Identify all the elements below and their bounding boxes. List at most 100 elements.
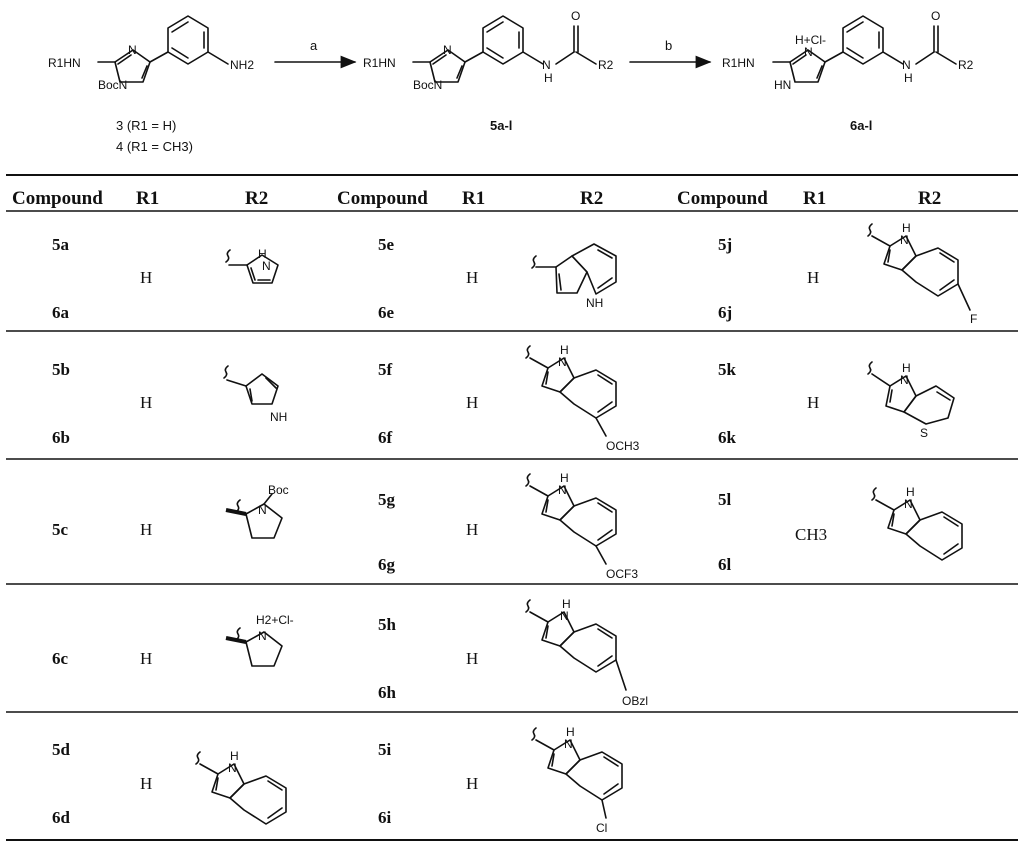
r1-value: H [466,268,478,287]
compound-4-label: 4 (R1 = CH3) [116,139,193,154]
compound-id: 5e [378,235,395,254]
nh-label: H [902,361,911,375]
n-label: N [228,761,237,775]
r1-value: H [807,393,819,412]
r1-value: H [466,520,478,539]
n-label: N [900,233,909,247]
compound-id: 5k [718,360,737,379]
och3-label: OCH3 [606,439,640,453]
r1hn-label: R1HN [48,56,81,70]
substituent-5-fluoroindol-2-yl: H N F [867,221,977,326]
compound-id: 5b [52,360,70,379]
compound-id: 6j [718,303,732,322]
nh-label: H [566,725,575,739]
r2-label-5: R2 [598,58,614,72]
n-label: N [560,609,569,623]
table-row: 5a 6a H H N 5e 6e H [52,221,977,326]
compound-id: 5a [52,235,70,254]
h2cl-label: H2+Cl- [256,613,294,627]
nh-label: H [902,221,911,235]
n-label: N [258,503,267,517]
n-label: N [558,483,567,497]
table-row: 5b 6b H NH 5f 6f H [52,343,955,453]
compound-id: 6d [52,808,71,827]
intermediate-label: 5a-l [490,118,512,133]
cl-label: Cl [596,821,607,835]
compound-id: 5c [52,520,69,539]
amide-h-label-6: H [904,71,913,85]
nh-label: H [560,471,569,485]
substituent-thienopyrrol-5-yl: H N S [867,361,955,440]
substituent-5-methoxyindol-2-yl: H N OCH3 [525,343,640,453]
nh-label: H [230,749,239,763]
r1hn-label-5: R1HN [363,56,396,70]
amide-n-label-5: N [542,58,551,72]
arrow-a-label: a [310,38,318,53]
bocn-label-5: BocN [413,78,442,92]
substituent-indol-3-yl: NH [531,243,617,310]
intermediate-structure: R1HN N BocN N H O R2 5a-l [363,9,614,133]
r2-label-6: R2 [958,58,974,72]
compound-id: 5i [378,740,392,759]
n-label: N [258,629,267,643]
starting-material-structure: R1HN N BocN NH2 3 (R1 = H) 4 (R1 = CH3) [48,15,254,154]
compound-id: 5f [378,360,393,379]
compound-id: 5j [718,235,732,254]
carbonyl-o-label-5: O [571,9,580,23]
substituent-pyrrolidinium-2-yl: H2+Cl- N [225,613,294,667]
header-compound: Compound [12,188,103,209]
header-r1: R1 [136,188,159,209]
compound-3-label: 3 (R1 = H) [116,118,176,133]
compound-id: 6h [378,683,397,702]
substituent-5-benzyloxyindol-2-yl: H N OBzl [525,597,648,708]
compound-id: 6b [52,428,70,447]
f-label: F [970,312,977,326]
substituent-indol-2-yl: H N [871,485,963,561]
n-label: N [262,259,271,273]
header-r2: R2 [245,188,268,209]
nh-label: H [906,485,915,499]
compound-id: 5h [378,615,397,634]
substituent-5-chloroindol-2-yl: H N Cl [531,725,623,835]
header-r2: R2 [918,188,941,209]
arrow-b-label: b [665,38,672,53]
imidazole-n-label: N [128,43,137,57]
nh-label: H [562,597,571,611]
r1-value: H [140,393,152,412]
n-label: N [564,737,573,751]
n-label: N [904,497,913,511]
n-label: N [900,373,909,387]
hn-label-6: HN [774,78,791,92]
table-row: 5c H N Boc 5g 6g H [52,471,963,581]
substituent-pyrrol-3-yl: NH [223,365,287,424]
n-label: N [558,355,567,369]
boc-label: Boc [268,483,289,497]
imidazole-n-label-6: N [804,45,813,59]
header-compound: Compound [337,188,428,209]
compound-id: 6f [378,428,393,447]
header-r1: R1 [462,188,485,209]
substituent-5-trifluoromethoxyindol-2-yl: H N OCF3 [525,471,638,581]
table-row: 5d 6d H H N 5i 6i H [52,725,623,835]
substituent-table: Compound R1 R2 Compound R1 R2 Compound R… [6,174,1018,841]
r1-value: H [466,649,478,668]
r1-value: H [140,268,152,287]
header-r1: R1 [803,188,826,209]
compound-id: 6k [718,428,737,447]
r1-value: H [466,774,478,793]
r1-value: H [807,268,819,287]
nh2-label: NH2 [230,58,254,72]
r1-value: H [466,393,478,412]
product-structure: R1HN H+Cl- N HN N H O R2 6a-l [722,9,974,133]
r1hn-label-6: R1HN [722,56,755,70]
substituent-n-boc-pyrrolidin-2-yl: N Boc [225,483,289,539]
nh-label: H [560,343,569,357]
substituent-indol-2-yl: H N [195,749,287,825]
s-label: S [920,426,928,440]
table-header: Compound R1 R2 Compound R1 R2 Compound R… [12,188,941,209]
amide-n-label-6: N [902,58,911,72]
bocn-label: BocN [98,78,127,92]
r1-value: H [140,520,152,539]
ocf3-label: OCF3 [606,567,638,581]
